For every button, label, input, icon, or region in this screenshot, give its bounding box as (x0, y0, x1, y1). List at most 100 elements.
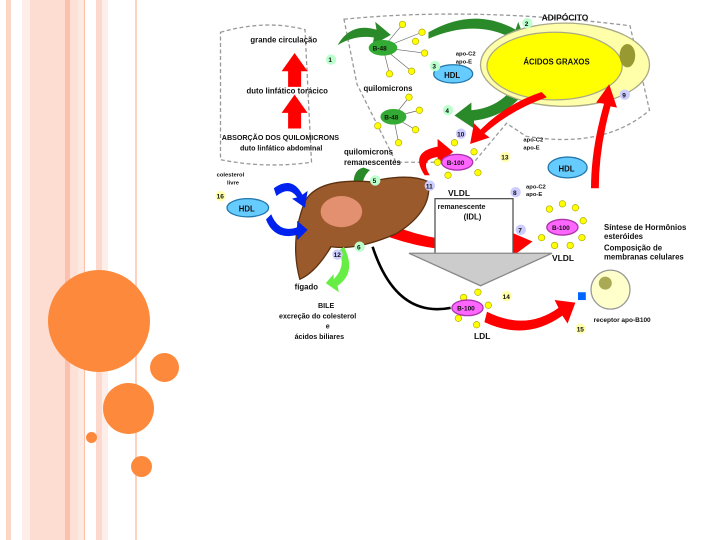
label-composicao-1: Composição de (604, 244, 663, 253)
ldl-receptor-icon (578, 292, 586, 301)
apo-c2-label: apo-C2 (523, 137, 544, 143)
label-idl-2: (IDL) (464, 212, 482, 221)
chylomicron-particle: B-48 (368, 20, 429, 78)
label-duto-toracico: duto linfático torácico (247, 86, 329, 95)
step-marker: 13 (500, 151, 511, 163)
step-marker: 12 (332, 249, 343, 260)
label-absorcao: ABSORÇÃO DOS QUILOMICRONS (222, 133, 339, 142)
red-arrow-icon (484, 300, 576, 331)
label-ldl: LDL (474, 331, 490, 341)
red-arrow-icon (419, 138, 454, 176)
label-vldl: VLDL (552, 253, 574, 263)
step-marker: 15 (575, 323, 586, 334)
label-bile-3: e (326, 323, 330, 331)
orange-circle (150, 353, 179, 382)
stripe (84, 0, 85, 540)
svg-text:5: 5 (373, 178, 377, 185)
stripe (78, 0, 84, 540)
orange-circle (103, 383, 154, 434)
b48-label-2: B-48 (384, 114, 398, 121)
label-bile-2: excreção do colesterol (279, 312, 356, 320)
svg-text:15: 15 (577, 326, 585, 333)
hdl-particle (547, 156, 588, 179)
apo-c2-label: apo-C2 (456, 52, 477, 58)
step-marker: 2 (522, 17, 533, 29)
hdl-label: HDL (559, 164, 575, 173)
svg-text:2: 2 (525, 21, 529, 28)
fat-droplet (486, 31, 623, 101)
label-grande-circulacao: grande circulação (250, 36, 317, 45)
apo-e-label: apo-E (526, 192, 542, 198)
green-arrow-icon (428, 18, 526, 46)
label-sintese-2: esteróides (604, 232, 644, 241)
cell-nucleus (598, 276, 612, 290)
label-acidos-graxos: ÁCIDOS GRAXOS (523, 58, 589, 67)
peripheral-cell (590, 269, 631, 310)
label-bile-1: BILE (318, 302, 334, 310)
label-adipocito: ADIPÓCITO (542, 12, 589, 23)
label-idl-1: remanescente (438, 203, 486, 211)
label-duto-abdominal: duto linfático abdominal (240, 145, 322, 153)
stripe (70, 0, 78, 540)
step-marker: 5 (370, 175, 381, 186)
label-colesterol-livre-1: colesterol (217, 173, 245, 179)
label-quilo-rem-1: quilomicrons (344, 147, 394, 156)
green-arrow-icon (337, 21, 391, 46)
liver-highlight (320, 196, 363, 228)
chylomicron-remnant-particle: B-48 (374, 93, 423, 147)
apo-e-label: apo-E (456, 59, 472, 65)
hdl-particle (433, 64, 474, 84)
lymph-region-outline (219, 24, 313, 166)
svg-text:4: 4 (445, 108, 449, 115)
apo-c2-label: apo-C2 (526, 184, 547, 190)
stripe (65, 0, 70, 540)
svg-text:6: 6 (357, 244, 361, 251)
svg-text:13: 13 (501, 155, 509, 162)
hdl-particle (226, 197, 270, 218)
stripe (135, 0, 137, 540)
svg-text:14: 14 (503, 294, 511, 301)
red-arrow-icon (470, 92, 547, 145)
step-marker: 4 (442, 105, 454, 116)
green-arrow-icon (325, 246, 350, 293)
label-receptor: receptor apo-B100 (594, 317, 651, 324)
svg-text:16: 16 (217, 194, 225, 201)
black-arrow-icon (371, 246, 451, 311)
svg-text:8: 8 (513, 190, 517, 197)
apo-e-label: apo-E (523, 145, 539, 151)
vldl-particle: B-100 (434, 139, 482, 179)
label-sintese-1: Síntese de Hormônios (604, 223, 687, 232)
step-marker: 16 (215, 190, 226, 202)
svg-text:12: 12 (334, 252, 342, 259)
orange-circle (131, 456, 152, 477)
step-marker: 1 (325, 54, 337, 65)
red-arrow-icon (591, 84, 617, 189)
b100-label: B-100 (447, 160, 465, 167)
step-marker: 10 (455, 128, 467, 139)
svg-text:11: 11 (426, 183, 433, 190)
label-bile-4: ácidos biliares (295, 333, 345, 341)
orange-circle-large (48, 270, 150, 372)
label-vldl: VLDL (448, 188, 470, 198)
up-arrow-icon (281, 94, 308, 129)
label-quilomicrons: quilomicrons (364, 84, 414, 93)
step-marker: 9 (619, 89, 630, 100)
step-marker: 8 (510, 186, 521, 198)
blue-arrow-icon (273, 183, 308, 208)
step-marker: 7 (515, 224, 526, 236)
step-marker: 6 (354, 241, 365, 252)
step-marker: 3 (429, 60, 441, 72)
label-quilo-rem-2: remanescentes (344, 158, 401, 167)
liver-illustration (295, 176, 430, 281)
up-arrow-icon (281, 53, 308, 87)
stripe (6, 0, 11, 540)
lipoprotein-metabolism-diagram: grande circulação duto linfático torácic… (215, 12, 687, 341)
step-numbers: 1 2 3 4 5 6 7 8 9 10 11 12 13 14 15 16 (215, 17, 630, 334)
svg-text:9: 9 (622, 92, 626, 99)
b100-label: B-100 (552, 225, 570, 232)
b100-label: B-100 (457, 305, 475, 312)
svg-text:7: 7 (518, 227, 522, 234)
hdl-label: HDL (239, 205, 255, 214)
idl-funnel (408, 252, 553, 287)
stripe (22, 0, 30, 540)
